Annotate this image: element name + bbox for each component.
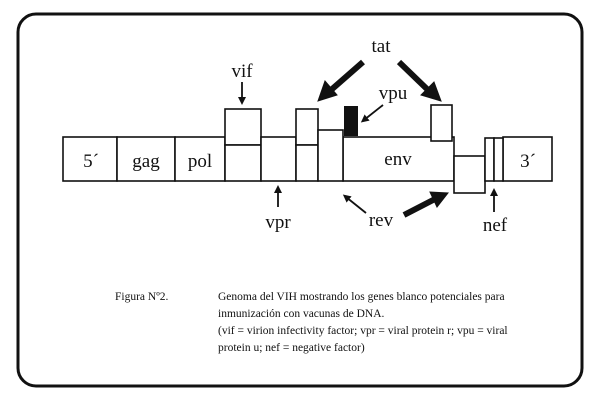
tat-arrow-right bbox=[420, 81, 442, 102]
gene-nef-box-left bbox=[484, 137, 495, 182]
gene-nef-box-right bbox=[493, 137, 504, 182]
caption-line-1: Genoma del VIH mostrando los genes blanc… bbox=[218, 291, 505, 303]
gene-label-vif: vif bbox=[231, 61, 253, 82]
segment-5prime-box bbox=[62, 136, 118, 182]
vpu-arrow bbox=[360, 104, 384, 123]
caption-line-3: (vif = virion infectivity factor; vpr = … bbox=[218, 325, 508, 337]
segment-env-box bbox=[342, 136, 455, 182]
gene-tat-exon1-upper bbox=[295, 108, 319, 146]
gene-rev-exon2-box bbox=[453, 155, 486, 194]
gene-vif-box-upper bbox=[224, 108, 262, 146]
segment-gag-label: gag bbox=[132, 151, 160, 172]
gene-tat-exon1-lower bbox=[295, 144, 319, 182]
gene-label-vpr: vpr bbox=[265, 212, 291, 233]
tat-arrow-left bbox=[317, 80, 338, 102]
caption-line-2: inmunización con vacunas de DNA. bbox=[218, 308, 385, 320]
segment-3prime-box bbox=[502, 136, 553, 182]
caption-line-4: protein u; nef = negative factor) bbox=[218, 342, 365, 354]
segment-pol-box bbox=[174, 136, 226, 182]
gene-label-tat: tat bbox=[372, 36, 392, 57]
segment-3prime-label: 3´ bbox=[520, 151, 536, 172]
rev-arrow-left bbox=[342, 194, 367, 214]
gene-vpu-block bbox=[344, 106, 358, 136]
gene-label-rev: rev bbox=[369, 210, 394, 231]
caption-body: Genoma del VIH mostrando los genes blanc… bbox=[218, 289, 538, 357]
segment-5prime-label: 5´ bbox=[83, 151, 99, 172]
segment-pol-label: pol bbox=[188, 151, 212, 172]
segment-gag-box bbox=[116, 136, 176, 182]
segment-env-label: env bbox=[384, 149, 412, 170]
rev-arrow-right bbox=[429, 191, 449, 208]
gene-tat-exon2-box bbox=[430, 104, 453, 142]
genome-bar bbox=[62, 136, 553, 182]
gene-label-vpu: vpu bbox=[379, 83, 408, 104]
gene-vpr-box bbox=[260, 136, 297, 182]
gene-vif-box-lower bbox=[224, 144, 262, 182]
caption-figure-label: Figura Nº2. bbox=[115, 291, 169, 303]
gene-label-nef: nef bbox=[483, 215, 508, 236]
gene-rev-exon1-box bbox=[317, 129, 344, 182]
